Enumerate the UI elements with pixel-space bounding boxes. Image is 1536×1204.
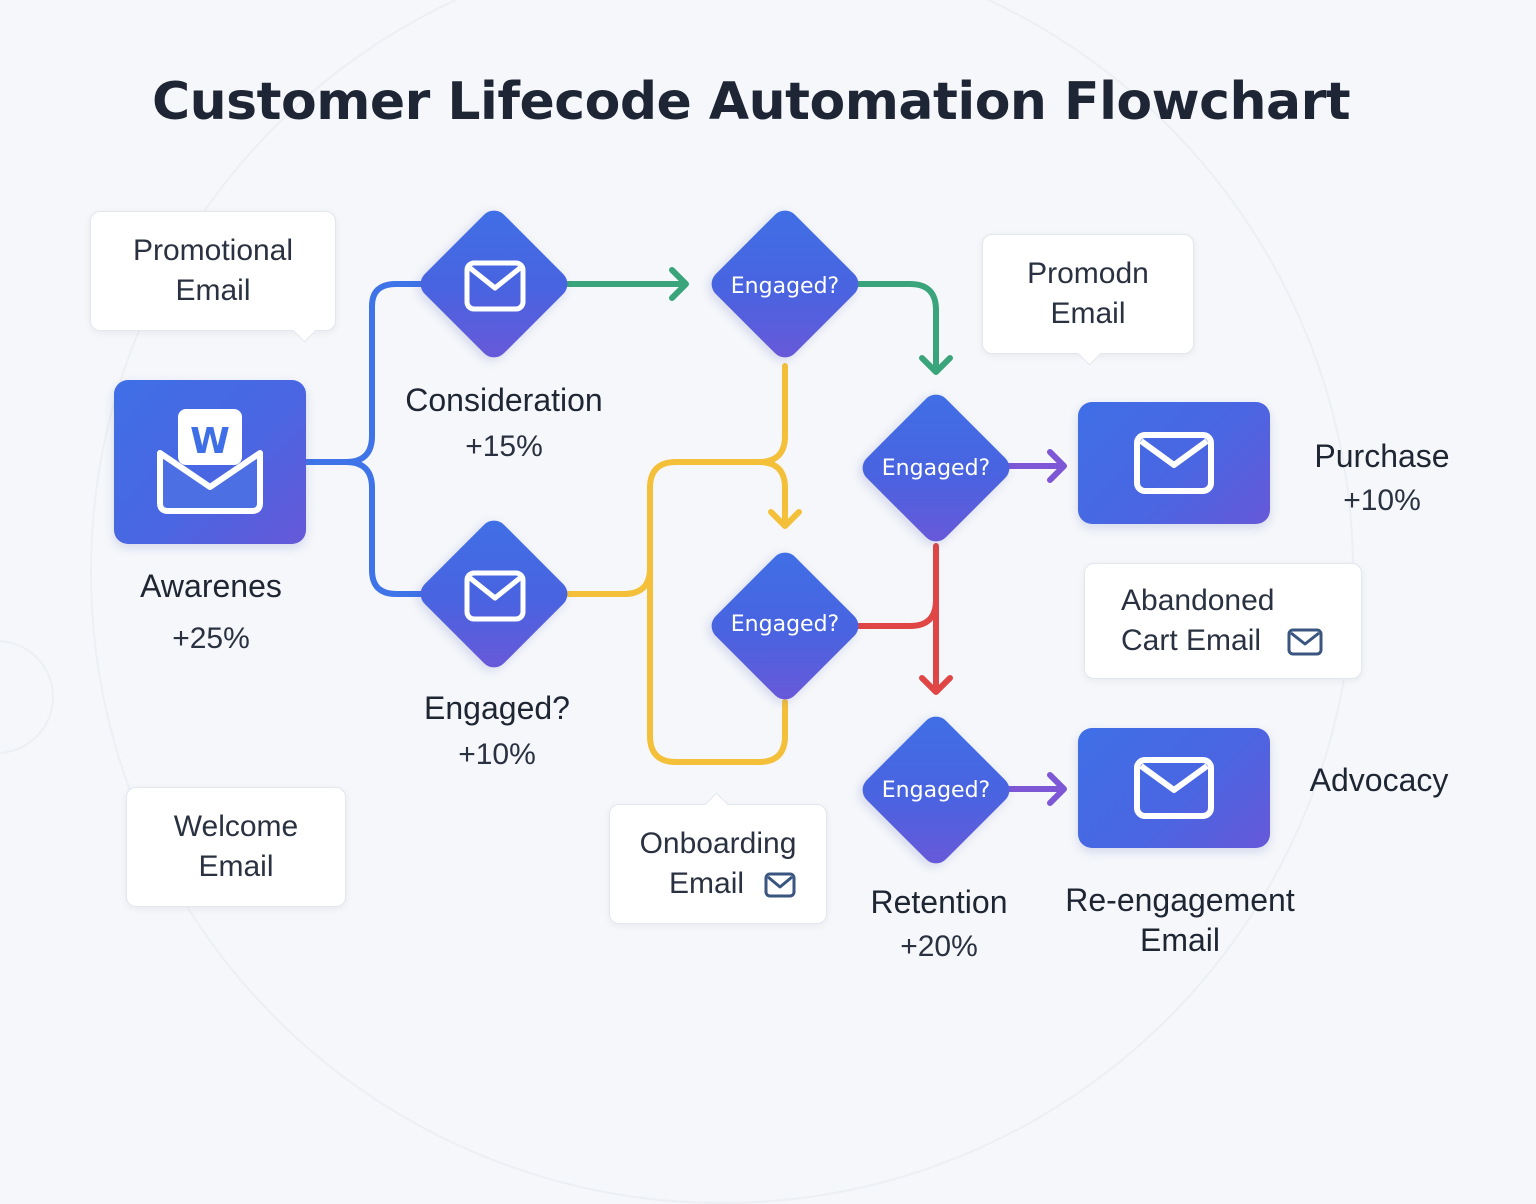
reengagement-email-line1: Re-engagement [1065,882,1295,918]
retention-label: Retention [870,884,1008,920]
welcome-email-line2: Email [198,850,274,883]
consideration-label: Consideration [405,382,603,418]
onboarding-email-line1: Onboarding [639,827,797,860]
awareness-node[interactable]: W [114,380,306,544]
connector-lines [303,267,1067,806]
decision-2-text: Engaged? [881,455,991,481]
welcome-email-line1: Welcome [173,810,299,843]
engaged-label: Engaged? [424,690,570,726]
mail-icon [464,260,526,312]
abandoned-cart-line2: Cart Email [1121,624,1262,657]
advocacy-label: Advocacy [1309,762,1449,798]
promotional-email-line2: Email [175,274,251,307]
welcome-email-callout[interactable]: Welcome Email [126,787,346,907]
mail-icon [464,570,526,622]
mail-icon [1134,757,1214,819]
reengagement-email-line2: Email [1139,922,1220,958]
reengagement-node[interactable] [1078,728,1270,848]
awareness-pct: +25% [172,622,250,655]
page-title: Customer Lifecode Automation Flowchart [152,72,1351,132]
onboarding-email-line2: Email [669,867,745,900]
purchase-node[interactable] [1078,402,1270,524]
promo-email-line2: Email [1050,297,1126,330]
retention-pct: +20% [900,930,978,963]
promo-email-callout[interactable]: Promodn Email [982,234,1194,366]
mail-icon [1287,628,1323,656]
engaged-pct: +10% [458,738,536,771]
promo-email-line1: Promodn [1027,257,1149,290]
abandoned-cart-line1: Abandoned [1121,584,1275,617]
promotional-email-callout[interactable]: Promotional Email [90,211,336,343]
purchase-label: Purchase [1314,438,1450,474]
mail-icon [1134,432,1214,494]
awareness-badge: W [190,421,230,462]
decision-3-text: Engaged? [730,611,840,637]
mail-icon [764,872,796,898]
w-mail-icon: W [157,409,263,514]
consideration-pct: +15% [465,430,543,463]
awareness-label: Awarenes [140,568,282,604]
abandoned-cart-email-callout[interactable]: Abandoned Cart Email [1084,563,1362,679]
onboarding-email-callout[interactable]: Onboarding Email [609,792,827,924]
purchase-pct: +10% [1343,484,1421,517]
promotional-email-line1: Promotional [132,234,294,267]
decision-4-text: Engaged? [881,777,991,803]
decision-1-text: Engaged? [730,273,840,299]
